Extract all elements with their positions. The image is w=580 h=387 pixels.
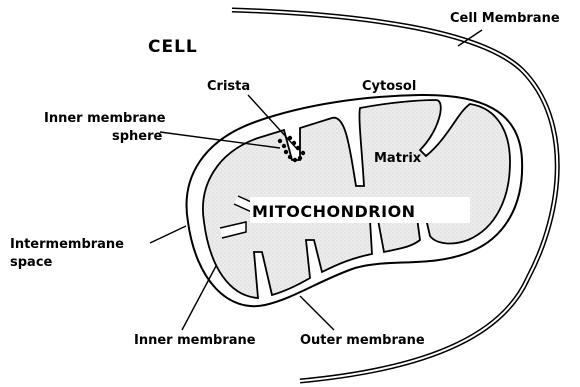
label-cytosol: Cytosol [362,79,416,94]
cell-title: CELL [148,37,198,57]
label-intermembrane-space-line2: space [10,255,53,270]
leader-intermembrane-space [150,226,186,243]
mitochondrion-label: MITOCHONDRION [252,202,416,221]
leader-inner-membrane [182,266,216,330]
label-matrix: Matrix [374,151,422,166]
label-inner-membrane-sphere-line2: sphere [112,129,163,144]
label-inner-membrane: Inner membrane [134,333,256,348]
label-cell-membrane: Cell Membrane [450,11,560,26]
label-intermembrane-space-line1: Intermembrane [10,237,124,252]
leader-outer-membrane [300,296,334,330]
label-inner-membrane-sphere-line1: Inner membrane [44,111,166,126]
label-crista: Crista [207,79,250,94]
label-outer-membrane: Outer membrane [300,333,425,348]
